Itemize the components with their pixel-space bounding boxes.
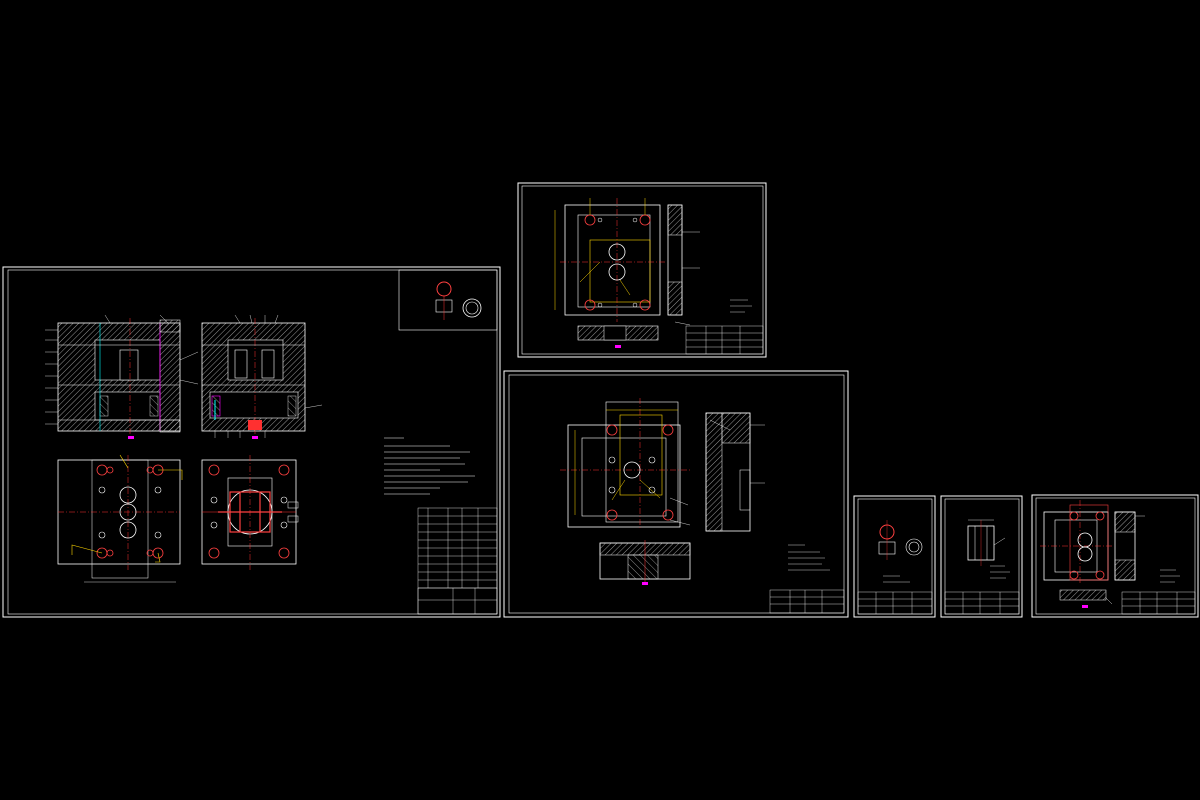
assembly-title-block xyxy=(417,507,498,615)
sheet-cavity-plate[interactable] xyxy=(503,370,849,618)
sheet-small-part-1[interactable] xyxy=(853,495,936,618)
assembly-plan-left xyxy=(57,454,183,583)
sheet-assembly[interactable] xyxy=(2,266,501,618)
sheet-template-plate[interactable] xyxy=(517,182,767,358)
assembly-notes xyxy=(384,437,475,495)
assembly-section-left xyxy=(45,314,199,439)
sheet-small-part-2[interactable] xyxy=(940,495,1023,618)
assembly-plan-right xyxy=(201,455,299,570)
sheet-small-part-3[interactable] xyxy=(1031,494,1199,618)
assembly-section-right xyxy=(201,314,323,439)
